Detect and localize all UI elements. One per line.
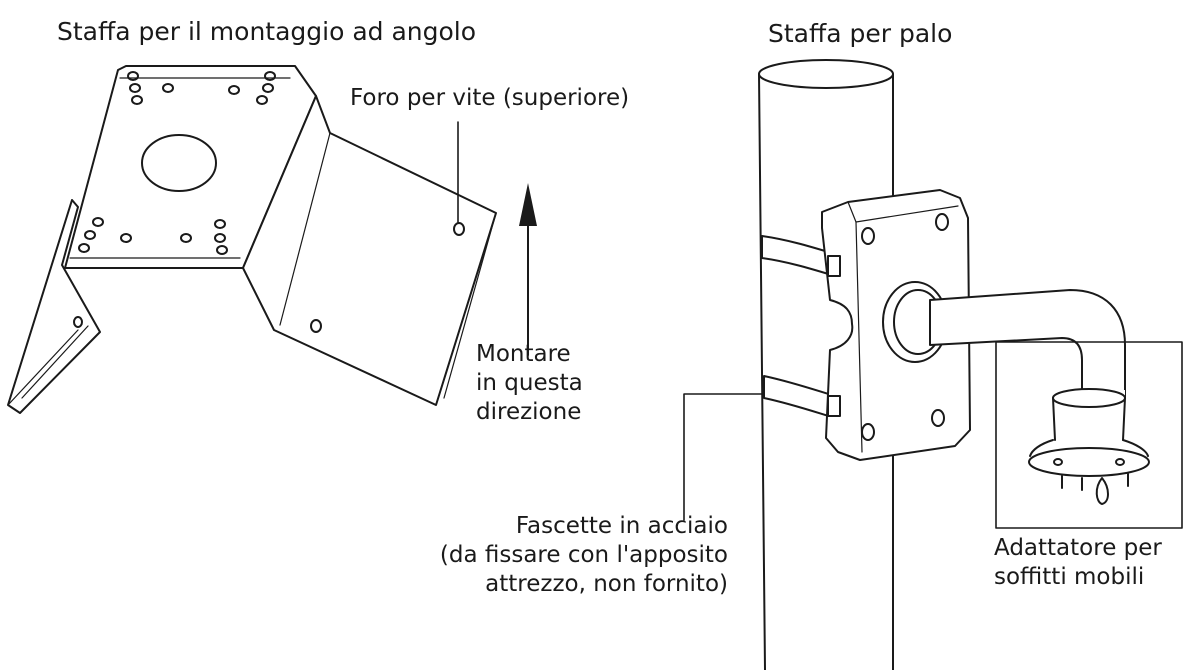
wing-edge-line bbox=[443, 212, 497, 399]
adapter-ring bbox=[1095, 477, 1109, 505]
plate-hole bbox=[78, 243, 90, 253]
pole-bracket-drawing bbox=[683, 59, 1183, 670]
adapter-neck bbox=[1029, 439, 1054, 457]
adapter-label-line: Adattatore per bbox=[994, 535, 1162, 561]
bracket-screw bbox=[931, 409, 945, 427]
adapter-disc bbox=[1028, 447, 1150, 477]
adapter-bolt bbox=[1053, 458, 1063, 466]
plate-hole bbox=[262, 83, 274, 93]
corner-bracket-drawing bbox=[7, 65, 537, 414]
flange-edge-line bbox=[21, 325, 89, 399]
plate-hole bbox=[264, 71, 276, 81]
plate-hole bbox=[214, 233, 226, 243]
adapter-callout-box bbox=[995, 341, 1183, 529]
adapter-side bbox=[1052, 397, 1056, 441]
straps-leader bbox=[683, 393, 769, 521]
cable-hole bbox=[141, 134, 217, 192]
corner-bracket-title: Staffa per il montaggio ad angolo bbox=[57, 17, 477, 46]
adapter-top bbox=[1052, 388, 1126, 408]
straps-label-line: attrezzo, non fornito) bbox=[485, 570, 728, 597]
screw-hole-top bbox=[453, 222, 465, 236]
plate-hole bbox=[127, 71, 139, 81]
straps-label-line: (da fissare con l'apposito bbox=[439, 541, 728, 568]
adapter-label-line: soffitti mobili bbox=[994, 563, 1145, 590]
bracket-edge bbox=[847, 201, 857, 223]
straps-label: Fascette in acciaio (da fissare con l'ap… bbox=[440, 512, 728, 598]
plate-hole bbox=[256, 95, 268, 105]
direction-label-line: Montare bbox=[476, 341, 571, 367]
direction-arrow-head bbox=[519, 183, 537, 226]
straps-label-line: Fascette in acciaio bbox=[515, 513, 728, 539]
pole-top bbox=[758, 59, 894, 89]
pole-left-edge bbox=[758, 73, 766, 670]
flange-edge-line bbox=[7, 329, 79, 406]
adapter-neck bbox=[1122, 439, 1149, 457]
plate-hole bbox=[162, 83, 174, 93]
adapter-side bbox=[1122, 397, 1126, 441]
adapter-label: Adattatore per soffitti mobili bbox=[994, 534, 1162, 592]
pole-bracket-title: Staffa per palo bbox=[768, 19, 953, 48]
adapter-bolt bbox=[1115, 458, 1125, 466]
screw-hole-label: Foro per vite (superiore) bbox=[350, 85, 630, 111]
bracket-screw bbox=[935, 213, 949, 231]
direction-label-line: direzione bbox=[476, 398, 582, 425]
plate-hole bbox=[216, 245, 228, 255]
strap-slot bbox=[827, 395, 841, 417]
bracket-screw bbox=[861, 227, 875, 245]
plate-hole bbox=[228, 85, 240, 95]
corner-bracket-left-flange bbox=[7, 199, 101, 414]
bracket-edge bbox=[855, 205, 959, 223]
plate-hole bbox=[129, 83, 141, 93]
direction-label-line: in questa bbox=[476, 369, 583, 396]
wing-fold-line bbox=[279, 132, 331, 326]
plate-hole bbox=[180, 233, 192, 243]
plate-hole bbox=[120, 233, 132, 243]
flange-hole bbox=[73, 316, 83, 328]
bracket-edge bbox=[855, 221, 863, 453]
plate-hole bbox=[92, 217, 104, 227]
plate-hole bbox=[131, 95, 143, 105]
screw-hole-bottom bbox=[310, 319, 322, 333]
plate-hole bbox=[214, 219, 226, 229]
direction-label: Montare in questa direzione bbox=[476, 340, 583, 426]
strap-slot bbox=[827, 255, 841, 277]
bracket-screw bbox=[861, 423, 875, 441]
plate-hole bbox=[84, 230, 96, 240]
